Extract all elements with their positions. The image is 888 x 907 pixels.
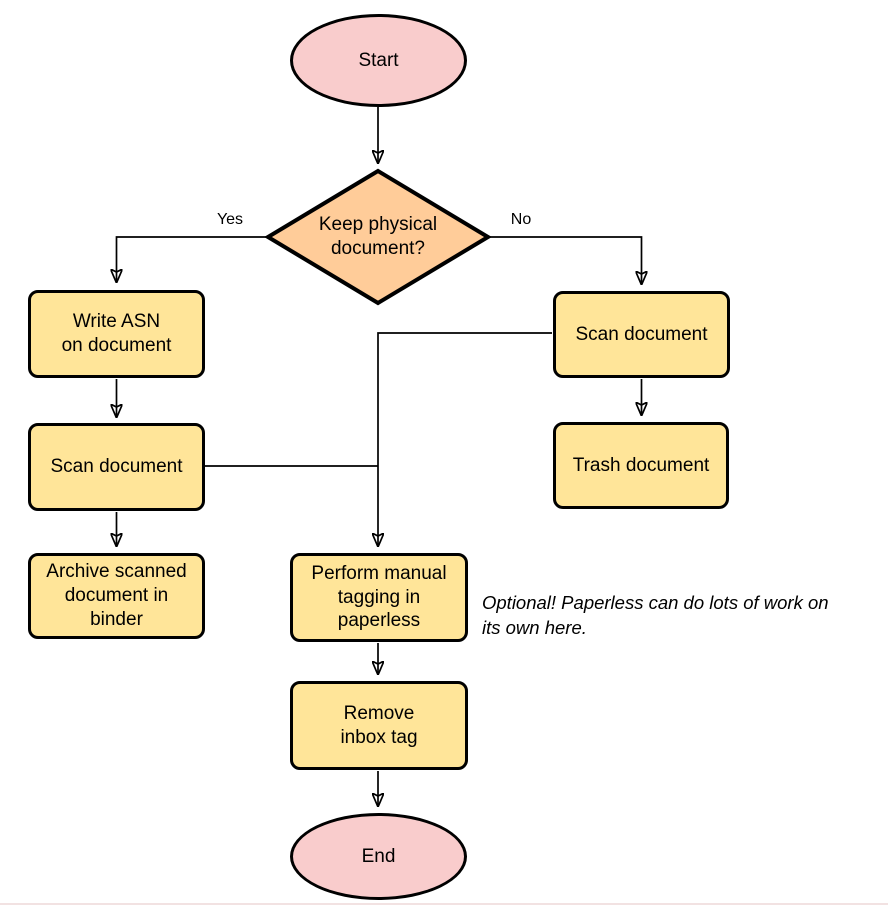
node-decision-label: Keep physical document?	[318, 214, 438, 259]
node-manual-tagging: Perform manual tagging in paperless	[290, 553, 468, 642]
node-scan-document-left-label: Scan document	[50, 456, 183, 478]
node-end-label: End	[361, 845, 396, 867]
node-remove-inbox-tag-label: Remove inbox tag	[340, 702, 418, 748]
edge-label-yes: Yes	[216, 211, 244, 228]
node-trash-document: Trash document	[553, 422, 729, 509]
edge-label-no: No	[510, 211, 532, 228]
node-scan-document-left: Scan document	[28, 423, 205, 511]
node-decision: Keep physical document?	[278, 196, 478, 278]
node-write-asn-label: Write ASN on document	[61, 311, 172, 356]
optional-note: Optional! Paperless can do lots of work …	[482, 592, 829, 638]
node-scan-document-right-label: Scan document	[575, 323, 708, 345]
node-trash-document-label: Trash document	[572, 454, 710, 476]
bottom-divider	[0, 903, 888, 905]
decision-diamond-shape	[264, 168, 492, 306]
node-archive-in-binder-label: Archive scanned document in binder	[46, 561, 187, 630]
node-remove-inbox-tag: Remove inbox tag	[290, 681, 468, 770]
edge-decision-yes-to-write-asn	[117, 236, 266, 282]
node-manual-tagging-label: Perform manual tagging in paperless	[311, 562, 447, 632]
node-write-asn: Write ASN on document	[28, 290, 205, 378]
node-end: End	[290, 813, 467, 900]
node-start-label: Start	[358, 49, 399, 71]
edge-decision-no-to-scan-right	[489, 236, 642, 284]
node-start: Start	[290, 14, 467, 107]
node-scan-document-right: Scan document	[553, 291, 730, 378]
node-archive-in-binder: Archive scanned document in binder	[28, 553, 205, 639]
edge-scan-right-to-tagging	[378, 332, 552, 546]
